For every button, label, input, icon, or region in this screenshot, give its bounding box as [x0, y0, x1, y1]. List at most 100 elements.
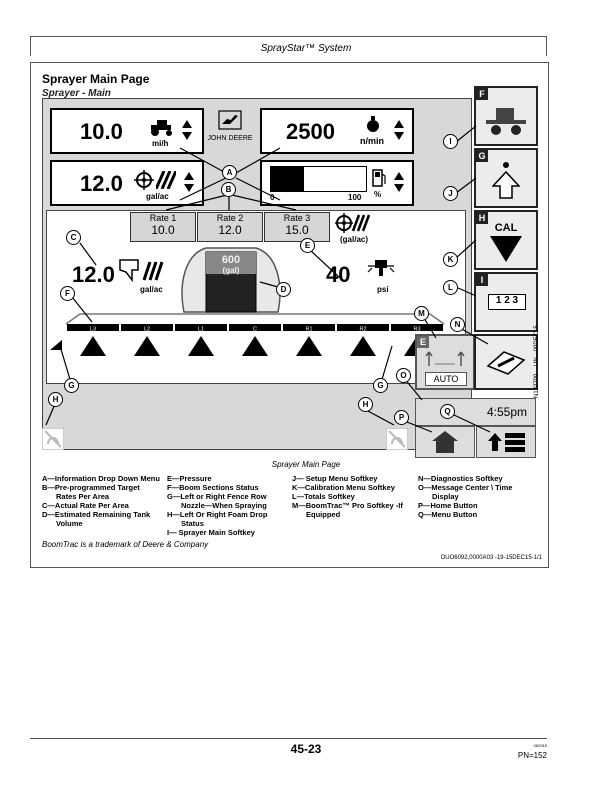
legend-item: Q—Menu Button [418, 510, 478, 519]
rate-up-down-icon[interactable] [184, 172, 194, 192]
pressure-value: 40 [326, 262, 351, 287]
boom-section-l3[interactable] [67, 324, 119, 331]
auto-label: AUTO [425, 372, 467, 386]
boom-section-r2[interactable] [337, 324, 389, 331]
rate-3-value: 15.0 [285, 223, 309, 237]
footer-code: 062915 [533, 743, 547, 748]
callout-q: Q [440, 404, 455, 419]
engine-up-down-icon[interactable] [394, 120, 404, 140]
boom-section-c[interactable] [229, 324, 281, 331]
callout-g-left: G [64, 378, 79, 393]
legend-item: M—BoomTrac™ Pro Softkey -If [292, 501, 403, 510]
rate-1-button[interactable]: Rate 1 10.0 [130, 212, 196, 242]
legend-item: L—Totals Softkey [292, 492, 355, 501]
pressure-unit: psi [377, 285, 389, 294]
boom-section-l2[interactable] [121, 324, 173, 331]
legend-column-4: N—Diagnostics Softkey O—Message Center \… [418, 474, 512, 519]
totals-label: 1 2 3 [488, 294, 526, 310]
screen-title: Sprayer - Main [42, 88, 111, 99]
legend-item: Nozzle—When Spraying [181, 501, 267, 510]
rate-1-label: Rate 1 [149, 213, 177, 223]
spray-pattern-icon [296, 336, 322, 356]
speed-up-down-icon[interactable] [182, 120, 192, 140]
callout-g-right: G [373, 378, 388, 393]
legend-item: Volume [56, 519, 83, 528]
sprayer-main-softkey[interactable]: F [474, 86, 538, 146]
figure-caption: Sprayer Main Page [271, 460, 341, 469]
callout-l: L [443, 280, 458, 295]
side-reference: N122709 —UN—09DEC15 [534, 325, 540, 398]
header-rule-left [30, 36, 31, 56]
diagnostics-softkey[interactable] [474, 334, 538, 390]
tank-up-down-icon[interactable] [394, 172, 404, 192]
rate-value: 12.0 [80, 171, 123, 196]
legend-item: I— Sprayer Main Softkey [167, 528, 255, 537]
legend-item: E—Pressure [167, 474, 212, 483]
tank-icon[interactable] [176, 242, 286, 314]
engine-value: 2500 [286, 119, 335, 144]
softkey-g-letter: G [476, 150, 488, 162]
totals-softkey[interactable]: I 1 2 3 [474, 272, 538, 332]
boom-section-label: C [253, 327, 257, 333]
page-number: 45-23 [290, 742, 322, 756]
boom-section-r3[interactable] [391, 324, 443, 331]
legend-item: N—Diagnostics Softkey [418, 474, 503, 483]
legend-column-2: E—Pressure F—Boom Sections Status G—Left… [167, 474, 267, 537]
boom-section-r1[interactable] [283, 324, 335, 331]
sprayer-icon [486, 108, 526, 135]
boom-section-label: L2 [144, 327, 150, 333]
home-button[interactable] [415, 426, 475, 458]
rate-2-button[interactable]: Rate 2 12.0 [197, 212, 263, 242]
legend-column-3: J— Setup Menu Softkey K—Calibration Menu… [292, 474, 403, 519]
tank-level-panel[interactable]: 0 100 % [260, 160, 414, 206]
tank-gauge [270, 166, 367, 192]
tank-unit: (gal) [222, 266, 240, 275]
area-hatch-icon [156, 171, 176, 189]
legend-item: F—Boom Sections Status [167, 483, 259, 492]
legend-item: Status [181, 519, 204, 528]
menu-grid-icon [488, 433, 525, 452]
calibration-menu-softkey[interactable]: H CAL [474, 210, 538, 270]
legend-item: K—Calibration Menu Softkey [292, 483, 395, 492]
callout-o: O [396, 368, 411, 383]
spray-pattern-icon [350, 336, 376, 356]
callout-d: D [276, 282, 291, 297]
calibration-down-icon [490, 236, 522, 262]
setup-menu-softkey[interactable]: G [474, 148, 538, 208]
rate-panel[interactable]: 12.0 gal/ac [50, 160, 204, 206]
header-rule-right [546, 36, 547, 56]
menu-button[interactable] [476, 426, 536, 458]
legend-item: D—Estimated Remaining Tank [42, 510, 151, 519]
rate-2-value: 12.0 [218, 223, 242, 237]
document-reference: OUO6092,0000A03 -19-15DEC15-1/1 [440, 555, 542, 561]
gauge-max: 100 [348, 193, 362, 202]
tractor-icon [151, 120, 172, 136]
time-display: 4:55pm [486, 405, 527, 419]
actual-rate-value: 12.0 [72, 262, 115, 287]
legend-item: J— Setup Menu Softkey [292, 474, 378, 483]
boomtrac-pro-softkey[interactable]: E AUTO [415, 334, 475, 390]
rate-3-button[interactable]: Rate 3 15.0 [264, 212, 330, 242]
actual-rate-icon [119, 259, 164, 282]
legend-item: B—Pre-programmed Target [42, 483, 140, 492]
fuel-icon [372, 169, 386, 187]
right-foam-drop-icon [386, 428, 408, 450]
softkey-i-letter: I [476, 274, 488, 286]
callout-i: I [443, 134, 458, 149]
softkey-f-letter: F [476, 88, 488, 100]
callout-a: A [222, 165, 237, 180]
actual-rate-unit: gal/ac [140, 285, 163, 294]
page-pn: PN=152 [517, 751, 547, 760]
tank-gauge-fill [271, 167, 305, 191]
setup-arrow-icon [492, 162, 520, 199]
boom-frame [65, 313, 445, 325]
pressure-icon [367, 260, 395, 276]
softkey-e-letter: E [417, 336, 429, 348]
legend-item: Equipped [306, 510, 341, 519]
engine-panel[interactable]: 2500 n/min [260, 108, 414, 154]
boom-section-l1[interactable] [175, 324, 227, 331]
john-deere-logo: JOHN DEERE [202, 110, 258, 154]
softkey-h-letter: H [476, 212, 488, 224]
speed-unit: mi/h [152, 139, 169, 148]
speed-panel[interactable]: 10.0 mi/h [50, 108, 204, 154]
